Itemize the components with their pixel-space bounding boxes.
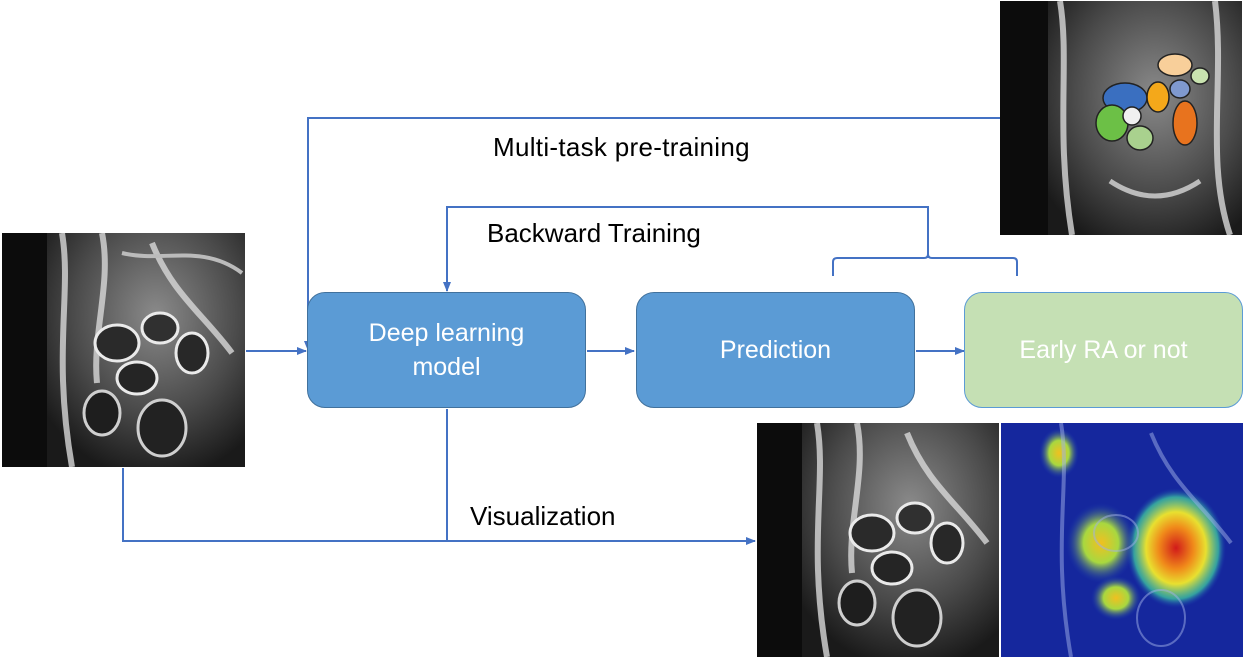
- prediction-node: Prediction: [636, 292, 915, 408]
- output-mri-image: [757, 423, 999, 657]
- visualization-label: Visualization: [470, 501, 616, 531]
- segmented-mri-image: [1000, 1, 1242, 235]
- prediction-label: Prediction: [719, 336, 832, 364]
- multitask-pretraining-label: Multi-task pre-training: [493, 132, 750, 162]
- brace: [832, 253, 1018, 276]
- input-mri-image: [2, 233, 245, 467]
- multitask-pretraining-arrow: [304, 117, 1000, 351]
- early-ra-label: Early RA or not: [1019, 336, 1188, 364]
- heatmap-mri-image: [1001, 423, 1243, 657]
- early-ra-node: Early RA or not: [964, 292, 1243, 408]
- deep-learning-model-label: Deep learning model: [368, 319, 525, 381]
- deep-learning-model-node: Deep learning model: [307, 292, 586, 408]
- visualization-arrow: [122, 468, 756, 545]
- backward-training-arrow: [443, 206, 929, 292]
- backward-training-label: Backward Training: [487, 218, 701, 248]
